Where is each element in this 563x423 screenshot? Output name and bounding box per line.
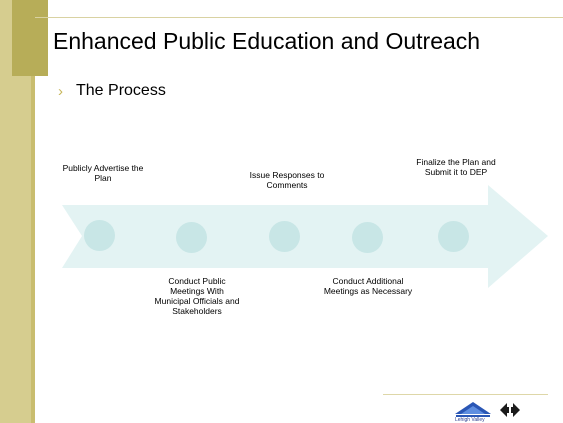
left-accent-stripe — [31, 0, 35, 423]
organization-logo — [455, 402, 491, 417]
bullet-text: The Process — [76, 82, 166, 99]
corner-accent-block — [12, 0, 48, 76]
step-label-3: Issue Responses to Comments — [249, 170, 325, 190]
step-label-5: Finalize the Plan and Submit it to DEP — [416, 157, 496, 177]
chevron-right-icon: › — [58, 82, 63, 100]
bottom-divider — [383, 394, 548, 395]
slide-title: Enhanced Public Education and Outreach — [53, 28, 481, 54]
step-label-2: Conduct Public Meetings With Municipal O… — [154, 276, 240, 316]
step-label-1: Publicly Advertise the Plan — [62, 163, 144, 183]
top-divider — [35, 17, 563, 18]
partner-mark-icon — [500, 403, 520, 417]
logo-caption: Lehigh Valley — [455, 417, 485, 423]
step-marker-5 — [438, 221, 469, 252]
bullet-item: › The Process — [58, 82, 166, 100]
step-marker-4 — [352, 222, 383, 253]
step-marker-1 — [84, 220, 115, 251]
step-marker-3 — [269, 221, 300, 252]
step-marker-2 — [176, 222, 207, 253]
arrow-shape — [62, 185, 548, 288]
step-label-4: Conduct Additional Meetings as Necessary — [323, 276, 413, 296]
